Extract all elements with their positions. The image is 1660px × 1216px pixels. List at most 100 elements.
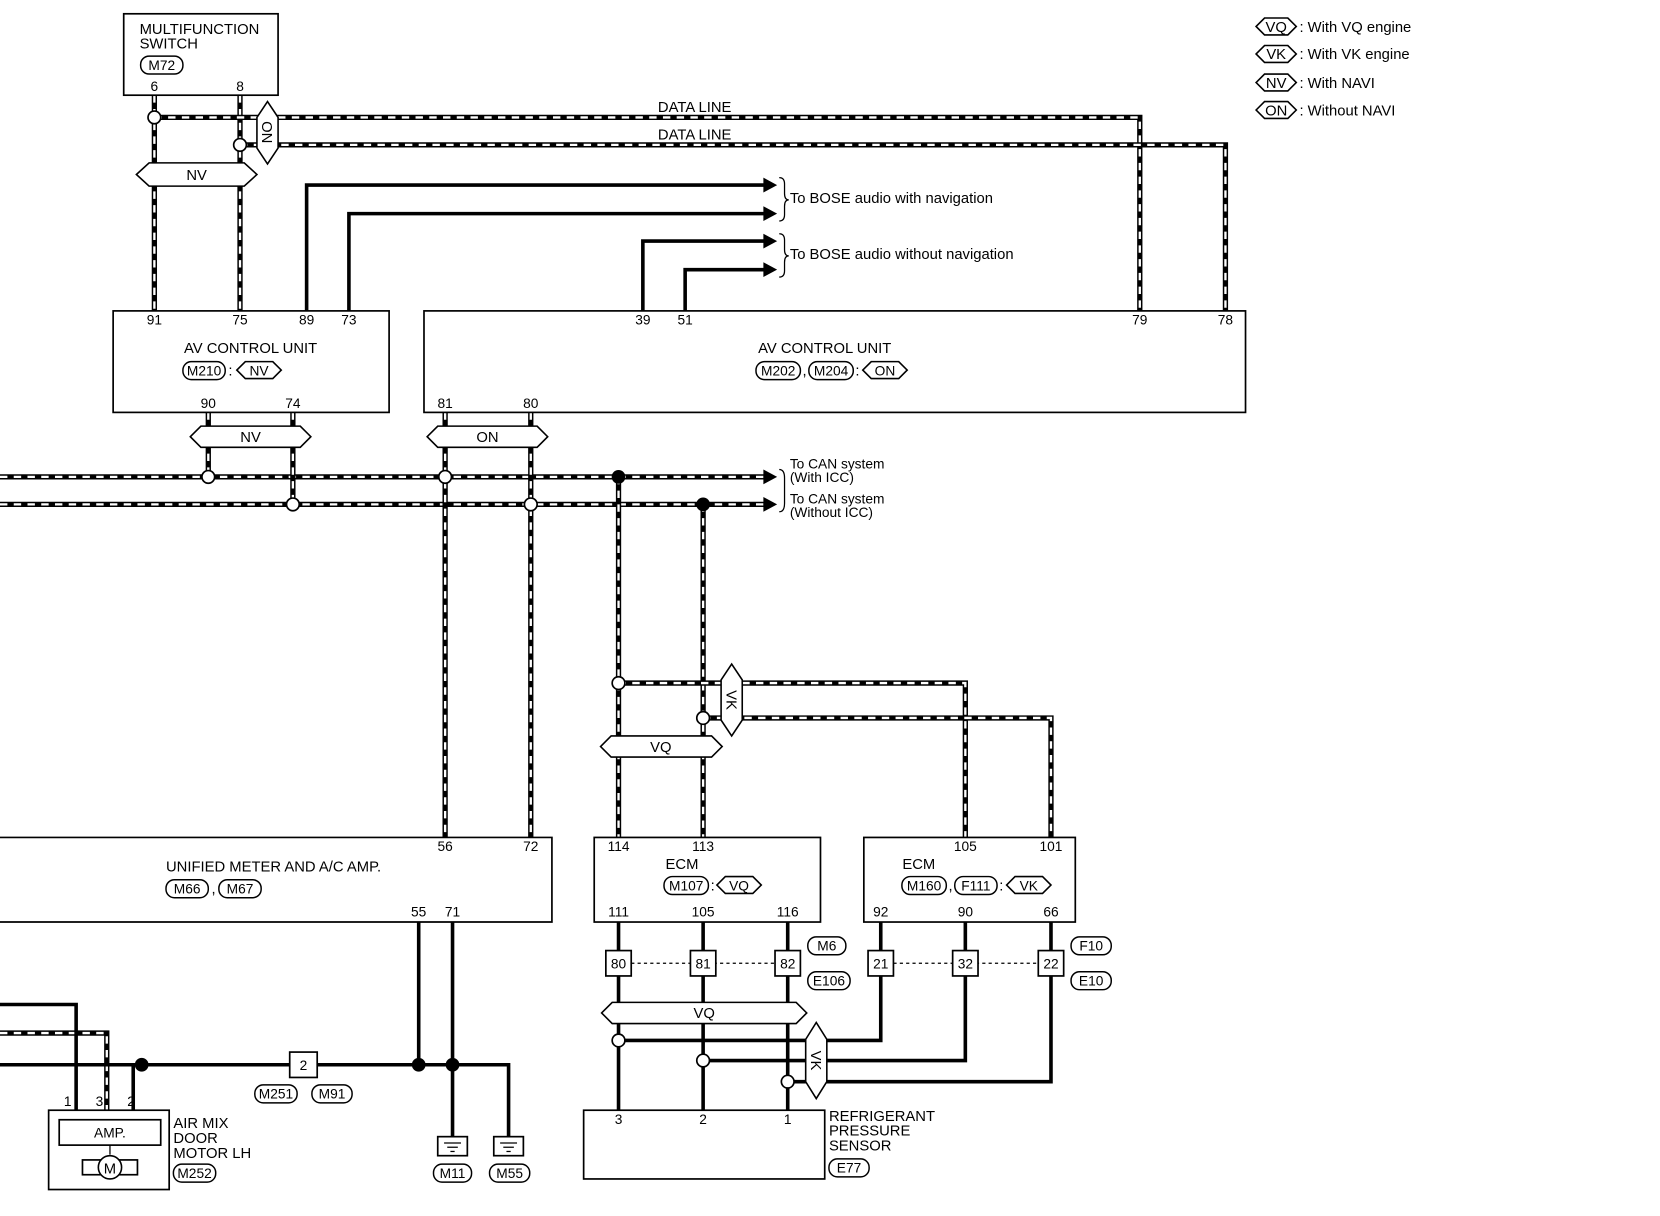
svg-text:111: 111 [608,905,629,920]
unified-meter: 56 72 UNIFIED METER AND A/C AMP. M66 , M… [0,836,553,923]
svg-text:91: 91 [147,313,162,328]
switch-name-1: MULTIFUNCTION [140,22,260,38]
svg-text:ON: ON [258,121,274,143]
ecm-vq: 114 113 ECM M107 : VQ 111 105 116 [593,836,822,923]
svg-text:VQ: VQ [1265,20,1286,36]
svg-text:ON: ON [1265,103,1287,119]
svg-text:66: 66 [1043,905,1059,920]
svg-text:M202: M202 [761,363,795,378]
option-tag-sw-on: ON [256,100,279,166]
av-nv-name: AV CONTROL UNIT [184,341,317,357]
svg-text:3: 3 [615,1112,623,1127]
switch-pin: 6 [151,79,159,94]
svg-text:75: 75 [232,313,248,328]
option-tag-sensor-vk: VK [804,1020,828,1101]
can-note-no-icc: To CAN system (Without ICC) [790,491,885,520]
svg-text:71: 71 [445,905,460,920]
svg-text:NV: NV [1266,76,1287,92]
refrigerant-pressure-sensor: 3 2 1 REFRIGERANT PRESSURE SENSOR E77 [582,1109,935,1180]
ground-label: M55 [496,1166,523,1181]
svg-text:79: 79 [1132,313,1147,328]
ecm-vq-name: ECM [666,857,699,873]
svg-text:,: , [948,878,952,894]
svg-text:VK: VK [807,1051,823,1071]
svg-text::: : [711,878,715,894]
svg-text:DOOR: DOOR [173,1131,217,1147]
amp-label: AMP. [94,1126,126,1141]
brace-bose-nav [779,177,789,222]
svg-text:M252: M252 [177,1166,211,1181]
ground-m55: M55 [488,1135,531,1183]
option-tag-ecm-vk: VK [720,662,744,738]
svg-text:NV: NV [186,168,207,184]
svg-text:E10: E10 [1079,973,1104,988]
svg-text:M107: M107 [669,878,703,893]
svg-text:105: 105 [692,905,715,920]
data-line-wires [151,95,1229,312]
brace-bose-non [779,233,789,278]
svg-text:3: 3 [96,1094,104,1109]
svg-text:M210: M210 [187,363,222,378]
legend-item-nv: NV : With NAVI [1254,73,1375,92]
ecm-vk: 105 101 ECM M160 , F111 : VK 92 90 66 [862,836,1077,923]
svg-text:73: 73 [341,313,357,328]
svg-text:,: , [212,881,216,897]
switch-connector: M72 [148,58,175,73]
switch-name-2: SWITCH [140,37,198,53]
svg-text:,: , [803,363,807,379]
svg-text:VK: VK [722,690,738,710]
arrow-bose-non-2 [763,262,778,278]
svg-text:1: 1 [784,1112,792,1127]
svg-text:NV: NV [240,430,261,446]
data-line-label-2: DATA LINE [658,128,732,144]
svg-text:MOTOR LH: MOTOR LH [173,1146,251,1162]
svg-text:90: 90 [201,396,217,411]
svg-text:: With NAVI: : With NAVI [1299,76,1374,92]
svg-text:M67: M67 [227,881,254,896]
arrow-bose-nav-1 [763,177,778,193]
av-on-name: AV CONTROL UNIT [758,341,891,357]
motor-icon: M [104,1162,116,1178]
svg-text::: : [228,363,232,379]
svg-text:ON: ON [875,363,896,378]
svg-text:To CAN system: To CAN system [790,491,885,506]
svg-text:E77: E77 [837,1161,861,1176]
svg-text:1: 1 [64,1094,72,1109]
arrow-bose-nav-2 [763,206,778,222]
svg-text:M251: M251 [259,1087,293,1102]
svg-text:80: 80 [523,396,539,411]
option-tag-av-on: ON [426,425,549,449]
svg-text:(With ICC): (With ICC) [790,470,854,485]
data-line-label-1: DATA LINE [658,100,732,116]
svg-text:E106: E106 [813,973,845,988]
svg-text:PRESSURE: PRESSURE [829,1124,911,1140]
svg-text:M6: M6 [817,939,836,954]
svg-text:22: 22 [1043,957,1058,972]
svg-text:: With VK engine: : With VK engine [1299,47,1409,63]
meter-name: UNIFIED METER AND A/C AMP. [166,859,381,875]
can-bus-wires [0,412,1054,1111]
joint-connector-vq: 80 81 82 M6 E106 [605,936,851,991]
svg-text:M160: M160 [907,878,942,893]
arrow-bose-non-1 [763,233,778,249]
svg-text:M91: M91 [319,1087,346,1102]
svg-text:81: 81 [437,396,452,411]
svg-text:89: 89 [299,313,314,328]
ground-m11: M11 [432,1135,473,1183]
svg-text:72: 72 [523,839,538,854]
svg-text::: : [855,363,859,379]
svg-text:101: 101 [1040,839,1063,854]
svg-text:81: 81 [695,957,710,972]
svg-text:32: 32 [958,957,973,972]
svg-text:SENSOR: SENSOR [829,1138,892,1154]
svg-text:M66: M66 [174,881,201,896]
svg-text:: Without NAVI: : Without NAVI [1299,103,1395,119]
svg-text:21: 21 [873,957,888,972]
svg-text:VQ: VQ [729,878,749,893]
svg-text:VQ: VQ [650,740,671,756]
svg-text:74: 74 [285,396,301,411]
legend: VQ : With VQ engine VK : With VK engine … [1254,17,1411,119]
svg-text:82: 82 [780,957,795,972]
multifunction-switch: MULTIFUNCTION SWITCH M72 6 8 [122,12,279,97]
svg-text:105: 105 [954,839,977,854]
